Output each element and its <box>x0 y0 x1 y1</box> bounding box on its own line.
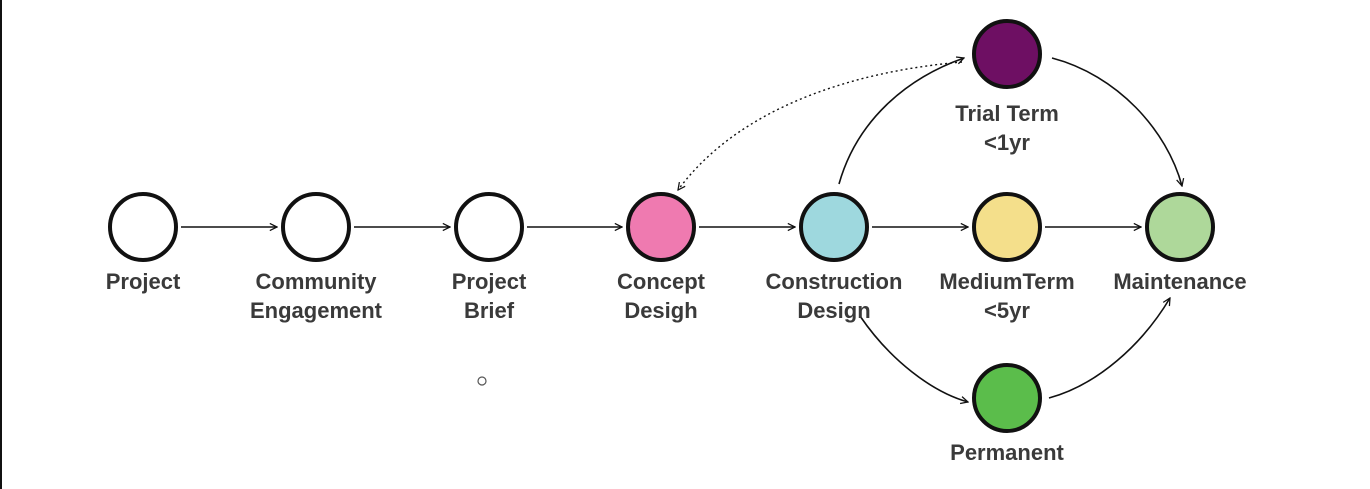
node-maintenance-label: Maintenance <box>1113 269 1246 294</box>
edge-construction-to-trial <box>838 58 964 185</box>
node-trial-label: Trial Term <box>955 101 1059 126</box>
node-project-label: Project <box>106 269 181 294</box>
edge-trial-to-concept <box>678 61 963 190</box>
node-medium-label: MediumTerm <box>939 269 1074 294</box>
node-construction-label: Design <box>797 298 870 323</box>
node-concept-circle <box>626 192 696 262</box>
edge-permanent-to-maintenance <box>1048 298 1170 399</box>
node-trial-circle <box>972 19 1042 89</box>
edge-construction-to-permanent <box>859 315 968 402</box>
node-permanent-circle <box>972 363 1042 433</box>
node-trial-label: <1yr <box>984 130 1030 155</box>
node-project-circle <box>108 192 178 262</box>
node-permanent-label: Permanent <box>950 440 1064 465</box>
node-medium: MediumTerm <5yr <box>939 192 1075 323</box>
node-permanent: Permanent <box>950 363 1065 465</box>
node-community-label: Engagement <box>250 298 383 323</box>
node-medium-circle <box>972 192 1042 262</box>
node-maintenance: Maintenance <box>1113 192 1247 294</box>
node-brief-circle <box>454 192 524 262</box>
stray-dot <box>477 376 487 386</box>
node-community-label: Community <box>256 269 378 294</box>
edge-trial-to-maintenance <box>1051 57 1182 186</box>
node-trial: Trial Term <1yr <box>955 19 1059 155</box>
node-maintenance-circle <box>1145 192 1215 262</box>
node-concept-label: Desigh <box>624 298 697 323</box>
node-brief-label: Project <box>452 269 527 294</box>
node-community-circle <box>281 192 351 262</box>
node-construction-label: Construction <box>766 269 903 294</box>
node-brief-label: Brief <box>464 298 515 323</box>
node-medium-label: <5yr <box>984 298 1030 323</box>
node-concept-label: Concept <box>617 269 706 294</box>
node-project: Project <box>106 192 181 294</box>
edges-layer <box>181 58 1182 402</box>
node-construction-circle <box>799 192 869 262</box>
